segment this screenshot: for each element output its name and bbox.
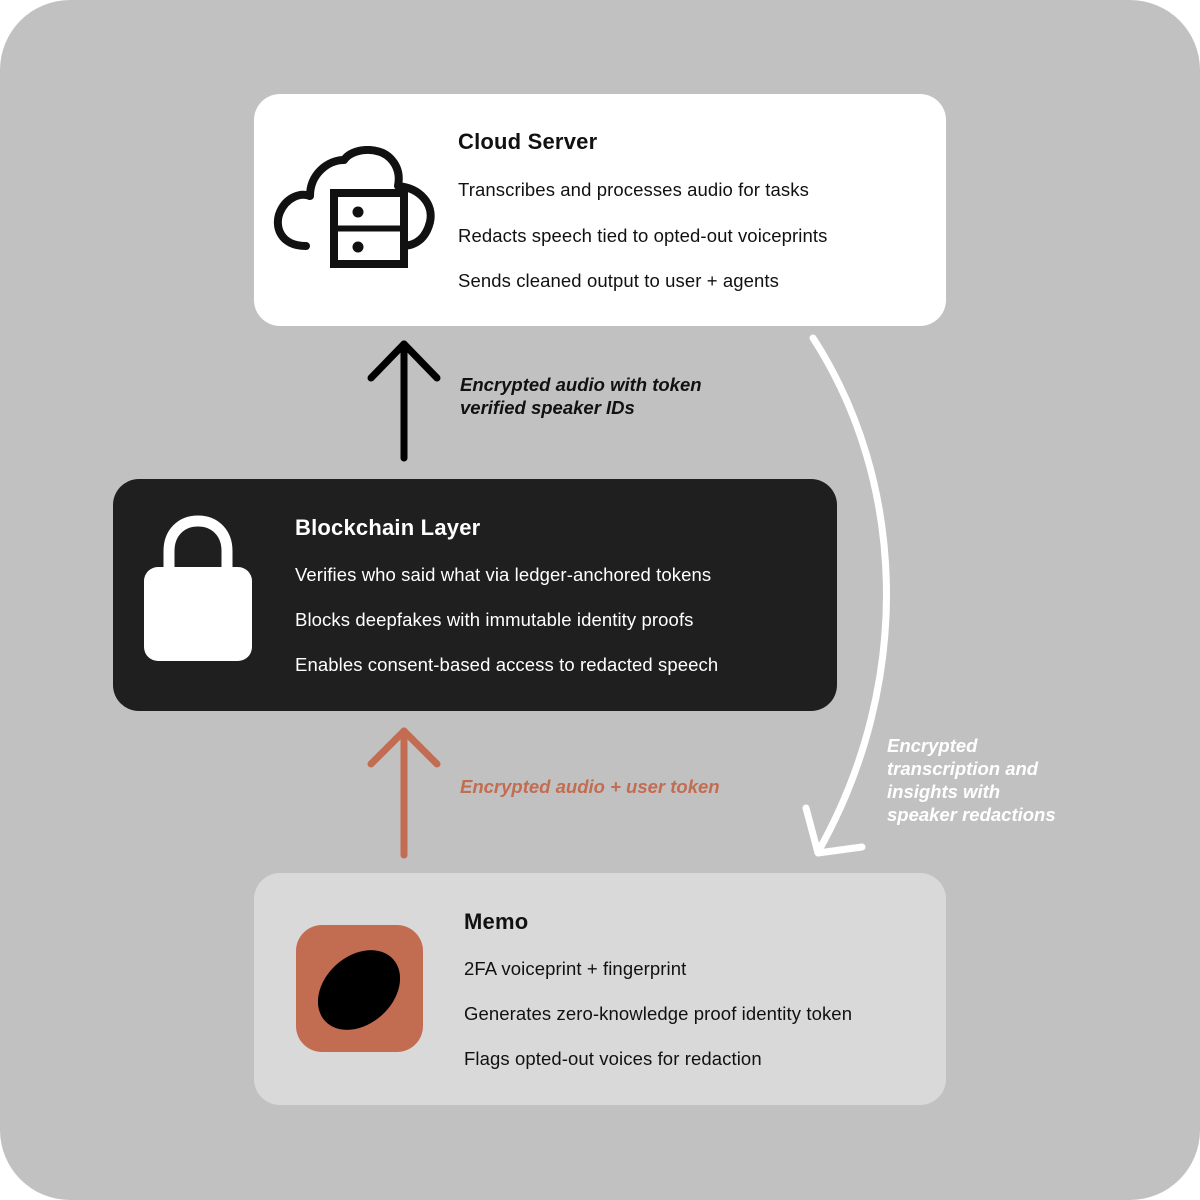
blockchain-layer-line-2: Blocks deepfakes with immutable identity… — [295, 609, 694, 630]
cloud-server-line-3: Sends cleaned output to user + agents — [458, 270, 779, 291]
label-cloud-to-memo-line-3: insights with — [887, 781, 1001, 802]
cloud-server-card: Cloud Server Transcribes and processes a… — [254, 94, 946, 326]
blockchain-layer-line-1: Verifies who said what via ledger-anchor… — [295, 564, 712, 585]
cloud-server-line-2: Redacts speech tied to opted-out voicepr… — [458, 225, 828, 246]
label-cloud-to-memo-line-1: Encrypted — [887, 735, 978, 756]
label-blockchain-to-cloud-line-2: verified speaker IDs — [460, 397, 635, 418]
cloud-server-line-1: Transcribes and processes audio for task… — [458, 179, 809, 200]
label-cloud-to-memo-line-2: transcription and — [887, 758, 1039, 779]
memo-title: Memo — [464, 909, 529, 934]
memo-line-2: Generates zero-knowledge proof identity … — [464, 1003, 853, 1024]
memo-line-1: 2FA voiceprint + fingerprint — [464, 958, 687, 979]
blockchain-layer-line-3: Enables consent-based access to redacted… — [295, 654, 719, 675]
label-cloud-to-memo: Encrypted transcription and insights wit… — [887, 734, 1056, 826]
label-memo-to-blockchain: Encrypted audio + user token — [460, 776, 720, 797]
cloud-server-icon — [270, 146, 436, 283]
memo-line-3: Flags opted-out voices for redaction — [464, 1048, 762, 1069]
cloud-server-title: Cloud Server — [458, 129, 598, 154]
label-cloud-to-memo-line-4: speaker redactions — [887, 804, 1056, 825]
label-blockchain-to-cloud-line-1: Encrypted audio with token — [460, 374, 702, 395]
label-blockchain-to-cloud: Encrypted audio with token verified spea… — [460, 373, 702, 419]
arrow-memo-to-blockchain — [367, 727, 441, 859]
arrow-cloud-to-memo — [802, 334, 890, 857]
arrow-blockchain-to-cloud — [367, 340, 441, 462]
blockchain-layer-title: Blockchain Layer — [295, 515, 481, 540]
blockchain-layer-card: Blockchain Layer Verifies who said what … — [113, 479, 837, 711]
lock-icon — [143, 513, 253, 668]
memo-app-icon — [296, 925, 423, 1057]
memo-card: Memo 2FA voiceprint + fingerprint Genera… — [254, 873, 946, 1105]
